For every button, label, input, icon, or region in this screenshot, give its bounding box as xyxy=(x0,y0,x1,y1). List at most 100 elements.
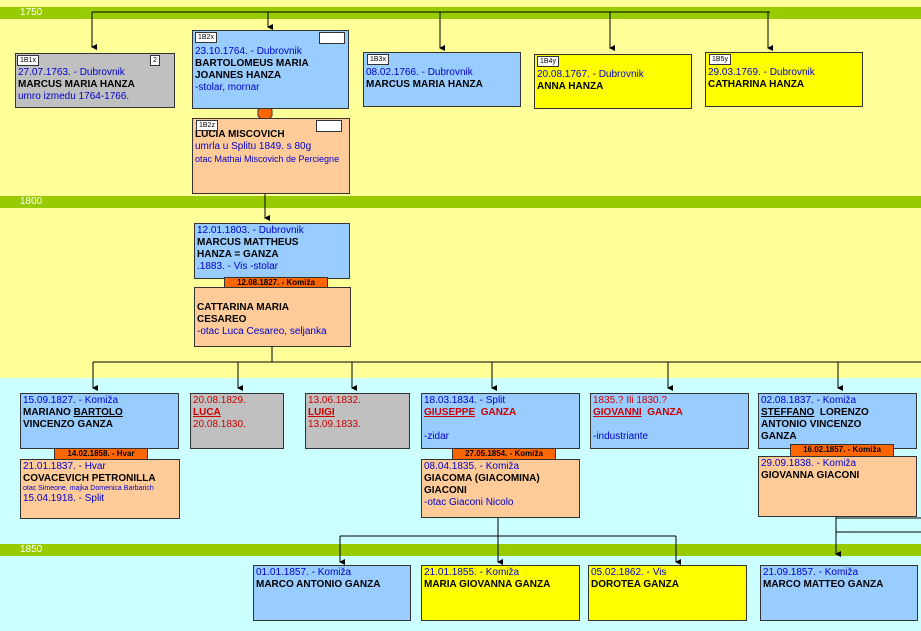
occupation: -stolar, mornar xyxy=(195,82,260,93)
number-field xyxy=(316,120,342,132)
person-name: LUCA xyxy=(193,407,221,418)
birth-date: 18.03.1834. - Split xyxy=(424,395,506,406)
death-note: umro izmedu 1764-1766. xyxy=(18,91,130,102)
era-bar-1850: 1850 xyxy=(0,544,921,556)
father-note: -otac Giaconi Nicolo xyxy=(424,497,514,508)
person-name: LUCIA MISCOVICH xyxy=(195,129,285,140)
person-name-cont: JOANNES HANZA xyxy=(195,70,282,81)
era-1800-band xyxy=(0,196,921,378)
person-name: MARIA GIOVANNA GANZA xyxy=(424,579,551,590)
spacer xyxy=(593,419,746,431)
person-card-marcus-1766[interactable]: 08.02.1766. - Dubrovnik MARCUS MARIA HAN… xyxy=(363,52,521,107)
era-bar-1800: 1800 xyxy=(0,196,921,208)
parents-note: otac Simeone, majka Domenica Barbarich xyxy=(23,485,154,492)
person-name-cont: GIACONI xyxy=(424,485,467,496)
person-name-cont: VINCENZO GANZA xyxy=(23,419,113,430)
death-date: 15.04.1918. - Split xyxy=(23,493,105,504)
person-card-marcus-1803[interactable]: 12.01.1803. - Dubrovnik MARCUS MATTHEUS … xyxy=(194,223,350,279)
birth-date: 27.07.1763. - Dubrovnik xyxy=(18,67,125,78)
person-name: GIACOMA (GIACOMINA) xyxy=(424,473,540,484)
era-label-1750: 1750 xyxy=(20,7,43,18)
person-card-catharina[interactable]: 29.03.1769. - Dubrovnik CATHARINA HANZA xyxy=(705,52,863,107)
father-note: otac Mathai Miscovich de Perciegne xyxy=(195,154,340,164)
birth-date: 20.08.1829. xyxy=(193,395,246,406)
person-code: 1B3x xyxy=(367,54,389,65)
person-name-cont: CESAREO xyxy=(197,314,247,325)
person-name: MARCUS MATTHEUS xyxy=(197,237,299,248)
era-label-1850: 1850 xyxy=(20,544,43,555)
person-card-giuseppe[interactable]: 18.03.1834. - Split GIUSEPPE GANZA -zida… xyxy=(421,393,580,449)
person-name: STEFFANO LORENZO xyxy=(761,407,869,418)
person-name: COVACEVICH PETRONILLA xyxy=(23,473,156,484)
birth-date: 29.09.1838. - Komiža xyxy=(761,458,857,469)
person-code: 1B2z xyxy=(196,120,218,131)
person-card-giovanni[interactable]: 1835.? Ili 1830.? GIOVANNI GANZA -indust… xyxy=(590,393,749,449)
person-name-cont: HANZA = GANZA xyxy=(197,249,279,260)
birth-date: 05.02.1862. - Vis xyxy=(591,567,667,578)
person-name: ANNA HANZA xyxy=(537,81,604,92)
person-name: BARTOLOMEUS MARIA xyxy=(195,58,309,69)
death-note: umrla u Splitu 1849. s 80g xyxy=(195,141,312,152)
birth-date: 21.09.1857. - Komiža xyxy=(763,567,859,578)
person-code: 1B4y xyxy=(537,56,559,67)
death-date: 13.09.1833. xyxy=(308,419,361,430)
spacer xyxy=(424,419,577,431)
person-card-covacevich[interactable]: 21.01.1837. - Hvar COVACEVICH PETRONILLA… xyxy=(20,459,180,519)
person-card-marcus-1763[interactable]: 27.07.1763. - Dubrovnik MARCUS MARIA HAN… xyxy=(15,53,175,108)
person-card-cattarina[interactable]: CATTARINA MARIA CESAREO -otac Luca Cesar… xyxy=(194,287,351,347)
number-field xyxy=(319,32,345,44)
person-card-lucia[interactable]: LUCIA MISCOVICH umrla u Splitu 1849. s 8… xyxy=(192,118,350,194)
person-card-mariano[interactable]: 15.09.1827. - Komiža MARIANO BARTOLO VIN… xyxy=(20,393,179,449)
person-surname: GANZA xyxy=(761,431,797,442)
occupation: .1883. - Vis -stolar xyxy=(197,261,278,272)
person-card-dorotea[interactable]: 05.02.1862. - Vis DOROTEA GANZA xyxy=(588,565,747,621)
person-name: MARCO ANTONIO GANZA xyxy=(256,579,381,590)
person-code: 1B5y xyxy=(709,54,731,65)
person-name-cont: ANTONIO VINCENZO xyxy=(761,419,862,430)
birth-date: 21.01.1837. - Hvar xyxy=(23,461,106,472)
person-name: MARCO MATTEO GANZA xyxy=(763,579,884,590)
birth-date: 1835.? Ili 1830.? xyxy=(593,395,667,406)
birth-date: 02.08.1837. - Komiža xyxy=(761,395,857,406)
person-card-steffano[interactable]: 02.08.1837. - Komiža STEFFANO LORENZO AN… xyxy=(758,393,917,449)
birth-date: 23.10.1764. - Dubrovnik xyxy=(195,46,302,57)
father-note: -otac Luca Cesareo, seljanka xyxy=(197,326,327,337)
person-card-bartolomeus[interactable]: 23.10.1764. - Dubrovnik BARTOLOMEUS MARI… xyxy=(192,30,349,109)
person-name: GIOVANNI GANZA xyxy=(593,407,683,418)
birth-date: 01.01.1857. - Komiža xyxy=(256,567,352,578)
person-card-luca[interactable]: 20.08.1829. LUCA 20.08.1830. xyxy=(190,393,284,449)
person-name: MARCUS MARIA HANZA xyxy=(366,79,483,90)
era-label-1800: 1800 xyxy=(20,196,43,207)
birth-date: 12.01.1803. - Dubrovnik xyxy=(197,225,304,236)
birth-date: 15.09.1827. - Komiža xyxy=(23,395,119,406)
person-card-luigi[interactable]: 13.06.1832. LUIGI 13.09.1833. xyxy=(305,393,410,449)
person-code: 1B1x xyxy=(17,55,39,66)
person-number: 2 xyxy=(150,55,160,66)
era-bar-1750: 1750 xyxy=(0,7,921,19)
birth-date: 20.08.1767. - Dubrovnik xyxy=(537,69,644,80)
person-name: CATTARINA MARIA xyxy=(197,302,290,313)
person-name: GIOVANNA GIACONI xyxy=(761,470,860,481)
occupation: -zidar xyxy=(424,431,450,442)
person-name: DOROTEA GANZA xyxy=(591,579,679,590)
person-name: CATHARINA HANZA xyxy=(708,79,805,90)
death-date: 20.08.1830. xyxy=(193,419,246,430)
birth-date: 13.06.1832. xyxy=(308,395,361,406)
person-name: GIUSEPPE GANZA xyxy=(424,407,517,418)
person-card-anna[interactable]: 20.08.1767. - Dubrovnik ANNA HANZA xyxy=(534,54,692,109)
person-card-maria-giovanna[interactable]: 21.01.1855. - Komiža MARIA GIOVANNA GANZ… xyxy=(421,565,580,621)
person-name: MARIANO BARTOLO xyxy=(23,407,123,418)
birth-date: 29.03.1769. - Dubrovnik xyxy=(708,67,815,78)
person-name: LUIGI xyxy=(308,407,335,418)
birth-date: 08.02.1766. - Dubrovnik xyxy=(366,67,473,78)
person-card-marco-antonio[interactable]: 01.01.1857. - Komiža MARCO ANTONIO GANZA xyxy=(253,565,411,621)
person-card-giovanna[interactable]: 29.09.1838. - Komiža GIOVANNA GIACONI xyxy=(758,456,917,517)
birth-date: 08.04.1835. - Komiža xyxy=(424,461,520,472)
person-card-giacoma[interactable]: 08.04.1835. - Komiža GIACOMA (GIACOMINA)… xyxy=(421,459,580,518)
person-name: MARCUS MARIA HANZA xyxy=(18,79,135,90)
person-code: 1B2x xyxy=(195,32,217,43)
person-card-marco-matteo[interactable]: 21.09.1857. - Komiža MARCO MATTEO GANZA xyxy=(760,565,918,621)
birth-date: 21.01.1855. - Komiža xyxy=(424,567,520,578)
occupation: -industriante xyxy=(593,431,649,442)
